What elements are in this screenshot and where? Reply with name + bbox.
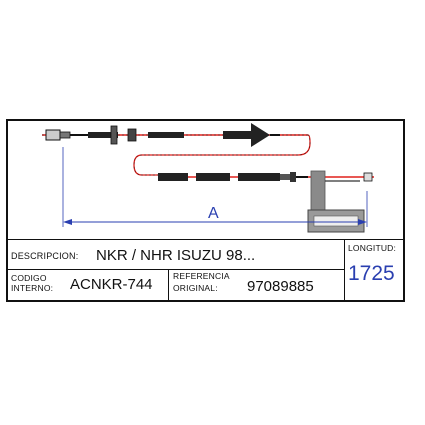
- descripcion-value: NKR / NHR ISUZU 98...: [96, 247, 256, 264]
- dimension-line: [62, 147, 368, 227]
- codigo-ref-divider: [168, 269, 169, 301]
- referencia-label-line1: REFERENCIA: [173, 271, 230, 281]
- table-top-border: [8, 239, 403, 240]
- descripcion-label: DESCRIPCION:: [11, 251, 79, 261]
- table-mid-border: [8, 269, 345, 270]
- mounting-bracket: [307, 170, 365, 233]
- product-sheet: A DESCRIPCION: NKR / NHR ISUZU 98... COD…: [6, 119, 405, 302]
- codigo-label-line1: CODIGO: [11, 273, 47, 283]
- codigo-value: ACNKR-744: [70, 276, 153, 293]
- referencia-value: 97089885: [247, 278, 314, 295]
- lower-cable: [158, 172, 374, 182]
- upper-sleeves: [88, 123, 280, 147]
- cable-drawing: A: [42, 123, 374, 233]
- longitud-label: LONGITUD:: [348, 243, 397, 253]
- longitud-value: 1725: [348, 262, 395, 285]
- codigo-label-line2: INTERNO:: [11, 283, 54, 293]
- longitud-divider: [344, 239, 345, 301]
- cable-loop: [133, 134, 311, 176]
- left-end-fitting: [45, 129, 88, 141]
- dimension-letter: A: [208, 205, 219, 222]
- referencia-label-line2: ORIGINAL:: [173, 283, 218, 293]
